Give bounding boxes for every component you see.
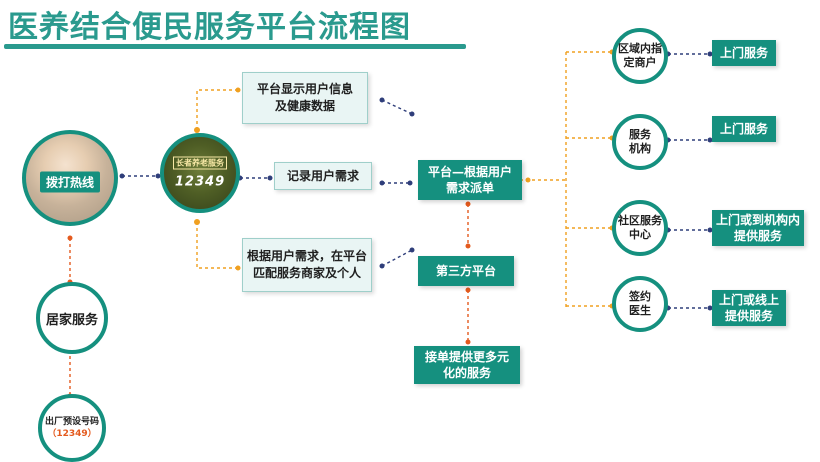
- show-user-info-label: 平台显示用户信息及健康数据: [257, 82, 354, 113]
- service-label: 上门服务: [719, 46, 768, 60]
- provider-label: 社区服务中心: [618, 214, 662, 241]
- third-party-label: 第三方平台: [435, 264, 496, 278]
- dispatch-label: 平台—根据用户需求派单: [427, 165, 512, 195]
- home-service-label: 居家服务: [45, 312, 98, 328]
- provider-label: 签约医生: [629, 290, 651, 317]
- home-service-node: 居家服务: [36, 282, 108, 354]
- provider-label: 区域内指定商户: [618, 42, 662, 69]
- service-door-or-institution: 上门或到机构内提供服务: [712, 210, 804, 246]
- provider-label: 服务机构: [629, 128, 651, 155]
- provider-community-center: 社区服务中心: [612, 200, 668, 256]
- service-label: 上门或到机构内提供服务: [716, 213, 801, 243]
- match-provider-box: 根据用户需求，在平台匹配服务商家及个人: [242, 238, 372, 292]
- phone-number-label: 12349: [174, 174, 226, 190]
- third-party-box: 第三方平台: [418, 256, 514, 286]
- record-needs-box: 记录用户需求: [274, 162, 372, 190]
- provider-contract-doctor: 签约医生: [612, 276, 668, 332]
- service-door-or-online: 上门或线上提供服务: [712, 290, 786, 326]
- factory-number-node: 出厂预设号码 （12349）: [38, 394, 106, 462]
- title-underline: [4, 44, 466, 49]
- provider-service-institution: 服务机构: [612, 114, 668, 170]
- service-label: 上门或线上提供服务: [718, 293, 779, 323]
- phone-12349-node: 长者养老服务 12349: [160, 133, 240, 213]
- service-door-1: 上门服务: [712, 40, 776, 66]
- factory-number-value: （12349）: [47, 429, 97, 439]
- accept-order-box: 接单提供更多元化的服务: [414, 346, 520, 384]
- provider-regional-merchant: 区域内指定商户: [612, 28, 668, 84]
- factory-number-label: 出厂预设号码: [44, 417, 99, 427]
- match-provider-label: 根据用户需求，在平台匹配服务商家及个人: [247, 249, 368, 280]
- hotline-label: 拨打热线: [39, 171, 101, 193]
- page-title: 医养结合便民服务平台流程图: [8, 10, 411, 45]
- service-label: 上门服务: [719, 122, 768, 136]
- record-needs-label: 记录用户需求: [286, 168, 359, 183]
- show-user-info-box: 平台显示用户信息及健康数据: [242, 72, 368, 124]
- hotline-node: 拨打热线: [22, 130, 118, 226]
- accept-order-label: 接单提供更多元化的服务: [424, 350, 509, 380]
- service-door-2: 上门服务: [712, 116, 776, 142]
- phone-brand-label: 长者养老服务: [173, 156, 227, 170]
- dispatch-box: 平台—根据用户需求派单: [418, 160, 522, 200]
